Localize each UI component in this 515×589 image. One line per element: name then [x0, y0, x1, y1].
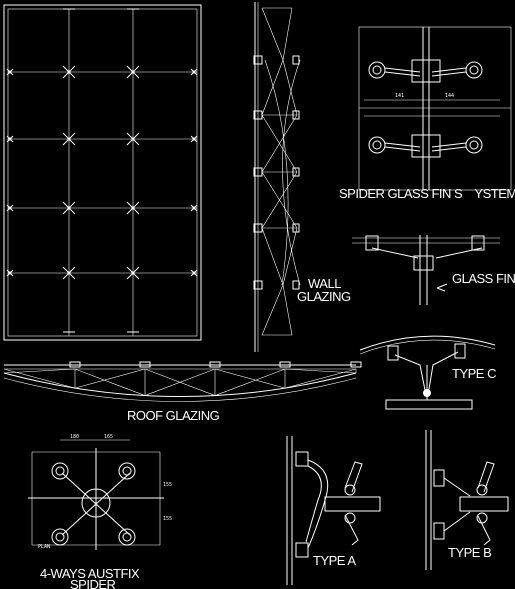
- spider-fitting: [6, 135, 14, 143]
- type-c-detail: TYPE C: [359, 335, 497, 410]
- fin-dim-left: 141: [395, 93, 404, 99]
- spider-fitting: [62, 201, 76, 215]
- glass-fin-label: GLASS FIN: [452, 271, 515, 286]
- austfix-spider-label-1: 4-WAYS AUSTFIX: [40, 566, 140, 581]
- wall-glazing-truss: WALL GLAZING: [253, 2, 351, 352]
- spider-fitting: [6, 68, 14, 76]
- roof-node: [69, 361, 81, 368]
- roof-node: [279, 361, 291, 368]
- spider-glass-fin-detail: 141 144 SPIDER GLASS FIN S YSTEM: [339, 26, 515, 201]
- fin-dim-right: 144: [445, 93, 454, 99]
- type-b-label: TYPE B: [448, 545, 491, 560]
- spider-dim-top-right: 165: [104, 434, 113, 440]
- spider-dim-side-bottom: 155: [163, 516, 172, 522]
- spider-fitting: [126, 266, 140, 280]
- spider-glass-fin-label: SPIDER GLASS FIN S YSTEM: [339, 186, 515, 201]
- wall-node: [253, 110, 300, 120]
- spider-fitting: [190, 269, 198, 277]
- spider-fitting: [190, 135, 198, 143]
- facade-panel-elevation: [3, 4, 202, 341]
- roof-node: [209, 361, 221, 368]
- roof-node: [350, 361, 362, 368]
- spider-fitting: [190, 68, 198, 76]
- wall-node: [253, 223, 300, 233]
- spider-fitting: [62, 266, 76, 280]
- wall-node-fittings: [253, 55, 300, 290]
- wall-glazing-label-2: GLAZING: [297, 289, 351, 304]
- roof-glazing-truss: ROOF GLAZING: [3, 361, 362, 423]
- spider-fittings: [6, 8, 198, 333]
- type-c-label: TYPE C: [452, 366, 496, 381]
- glass-fin-section: GLASS FIN: [352, 235, 515, 305]
- wall-glazing-label-1: WALL: [308, 276, 341, 291]
- wall-node: [253, 55, 300, 65]
- roof-glazing-label: ROOF GLAZING: [127, 408, 220, 423]
- spider-dim-top-left: 180: [70, 434, 79, 440]
- type-a-detail: TYPE A: [286, 436, 381, 585]
- wall-node: [253, 280, 300, 290]
- spider-fitting: [62, 132, 76, 146]
- austfix-spider-plan: 180 165 155 155 PLAN 4-WAYS AUSTFIX SPID…: [28, 434, 172, 589]
- wall-node: [253, 167, 300, 177]
- spider-fitting: [62, 65, 76, 79]
- spider-fitting: [6, 204, 14, 212]
- type-a-label: TYPE A: [313, 553, 356, 568]
- spider-fitting: [126, 132, 140, 146]
- spider-fitting: [126, 65, 140, 79]
- spider-dim-side-top: 155: [163, 482, 172, 488]
- spider-fitting: [190, 204, 198, 212]
- spider-fitting: [126, 201, 140, 215]
- spider-fitting: [6, 269, 14, 277]
- type-b-detail: TYPE B: [425, 430, 509, 570]
- austfix-spider-label-2: SPIDER: [70, 577, 116, 589]
- plan-label: PLAN: [38, 544, 50, 550]
- roof-node: [139, 361, 151, 368]
